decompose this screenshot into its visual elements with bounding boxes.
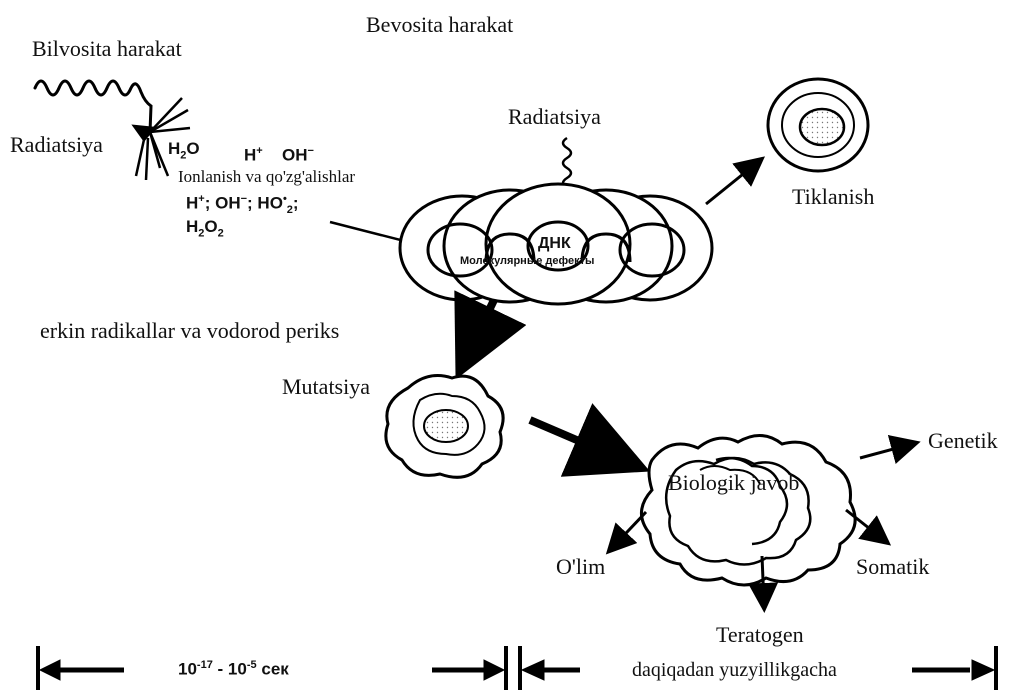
ionization-label: Ionlanish va qo'zg'alishlar xyxy=(178,167,356,186)
cell-to-mutation-arrow xyxy=(454,290,527,380)
to-teratogen-arrow xyxy=(748,555,779,613)
free-radicals-label: erkin radikallar va vodorod periks xyxy=(40,318,340,343)
radiation-left-label: Radiatsiya xyxy=(10,132,103,157)
indirect-radiation-wave xyxy=(33,79,153,134)
radiation-top-label: Radiatsiya xyxy=(508,104,601,129)
response-cell-cluster xyxy=(640,434,857,587)
somatic-label: Somatik xyxy=(856,554,930,579)
biological-response-label: Biologik javob xyxy=(668,470,800,495)
impact-burst xyxy=(131,97,191,181)
recovered-cell xyxy=(766,77,870,173)
indirect-action-label: Bilvosita harakat xyxy=(32,36,182,61)
mutation-label: Mutatsiya xyxy=(282,374,370,399)
direct-action-label: Bevosita harakat xyxy=(366,12,514,37)
hydrogen-ion: H+ xyxy=(244,145,263,165)
timeline xyxy=(36,646,998,690)
molecular-defects-label: Молекулярные дефекты xyxy=(460,255,595,267)
cell-cluster xyxy=(398,182,714,306)
teratogen-label: Teratogen xyxy=(716,622,804,647)
cell-to-recovery-arrow xyxy=(705,156,766,206)
radical-products-line: H+; OH−; HO•2; xyxy=(186,193,299,217)
to-genetic-arrow xyxy=(859,434,921,464)
timeline-left-label: 10-17 - 10-5 сек xyxy=(178,659,289,679)
hydroxide-ion: OH− xyxy=(282,145,314,165)
mutation-to-response-arrow xyxy=(528,403,651,477)
to-somatic-arrow xyxy=(845,508,892,546)
dna-label: ДНК xyxy=(538,235,571,252)
recovery-label: Tiklanish xyxy=(792,184,875,209)
mutated-cell xyxy=(384,374,505,479)
death-label: O'lim xyxy=(556,554,606,579)
timeline-right-label: daqiqadan yuzyillikgacha xyxy=(632,659,837,681)
hydrogen-peroxide-formula: H2O2 xyxy=(186,217,224,240)
genetic-label: Genetik xyxy=(928,428,998,453)
to-death-arrow xyxy=(605,510,648,555)
water-formula: H2O xyxy=(168,139,200,162)
